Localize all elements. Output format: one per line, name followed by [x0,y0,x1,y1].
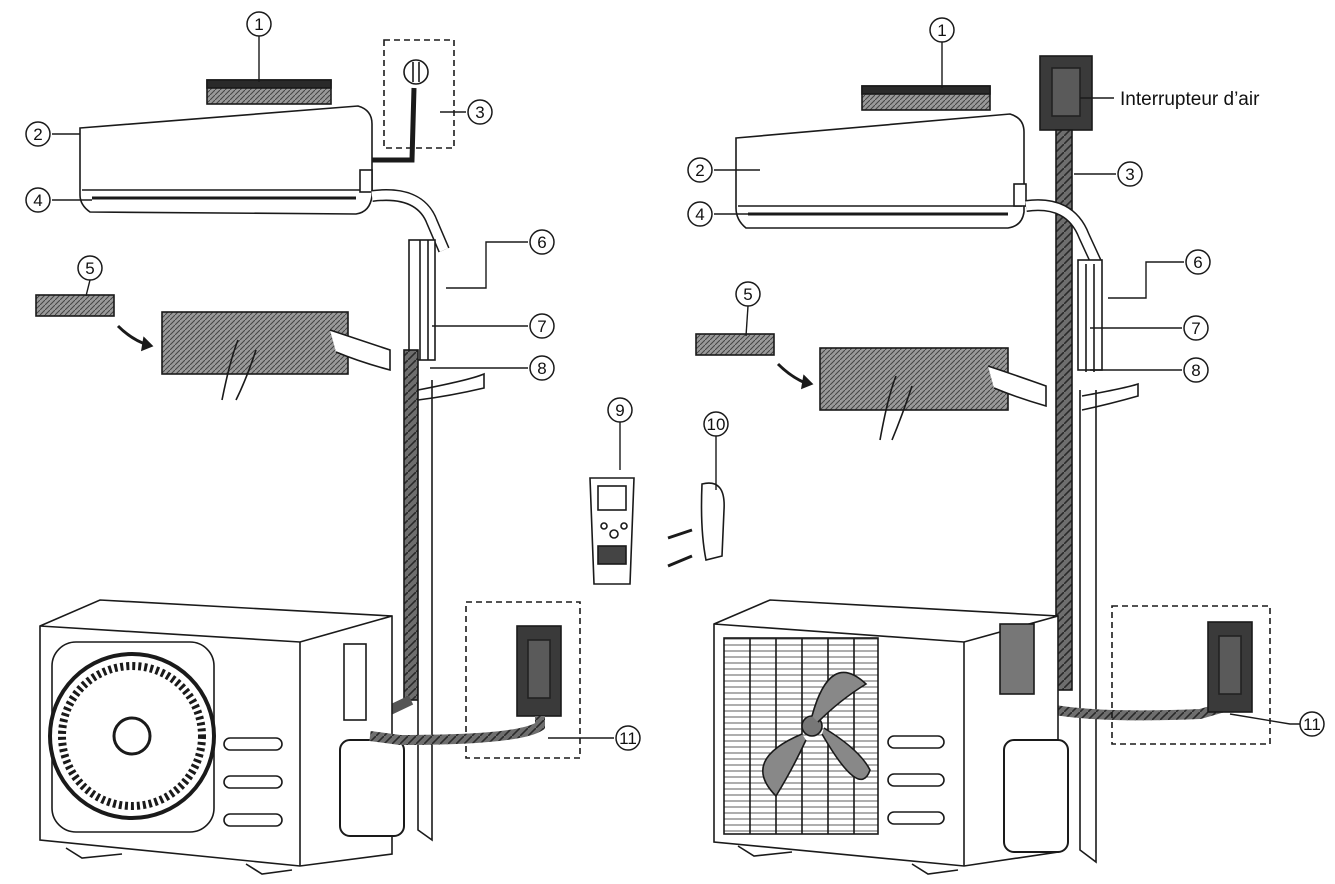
outdoor-unit-left [39,599,405,875]
callout-7-right: 7 [1191,319,1200,338]
mounting-plate-left [206,79,332,105]
piping-right [1017,129,1230,864]
callout-5-left: 5 [85,259,94,278]
callout-4-right: 4 [695,205,704,224]
callout-8-left: 8 [537,359,546,378]
breaker-left [369,601,581,759]
callout-9: 9 [615,401,624,420]
mounting-plate-right [861,85,991,111]
remote-control [589,477,635,585]
callout-11-right: 11 [1303,715,1321,734]
indoor-unit-left [79,105,373,215]
air-filter-right [819,347,1047,441]
callout-3-left: 3 [475,103,484,122]
callout-1-left: 1 [254,15,263,34]
piping-left [365,189,485,842]
air-switch [1039,55,1114,131]
remote-holder [667,482,725,568]
breaker-right [1111,605,1271,745]
callout-7-left: 7 [537,317,546,336]
callout-8-right: 8 [1191,361,1200,380]
power-plug-left [372,39,455,163]
callout-10: 10 [707,415,726,434]
callout-5-right: 5 [743,285,752,304]
callout-2-left: 2 [33,125,42,144]
callout-1-right: 1 [937,21,946,40]
callout-3-right: 3 [1125,165,1134,184]
callout-4-left: 4 [33,191,42,210]
filter-strip-right [695,333,814,390]
callout-6-left: 6 [537,233,546,252]
air-switch-label: Interrupteur d’air [1120,89,1260,110]
air-filter-left [161,311,391,401]
indoor-unit-right [735,113,1027,229]
callout-11-left: 11 [619,729,637,748]
outdoor-unit-right [713,599,1069,875]
callout-2-right: 2 [695,161,704,180]
filter-strip-left [35,294,154,352]
callout-6-right: 6 [1193,253,1202,272]
